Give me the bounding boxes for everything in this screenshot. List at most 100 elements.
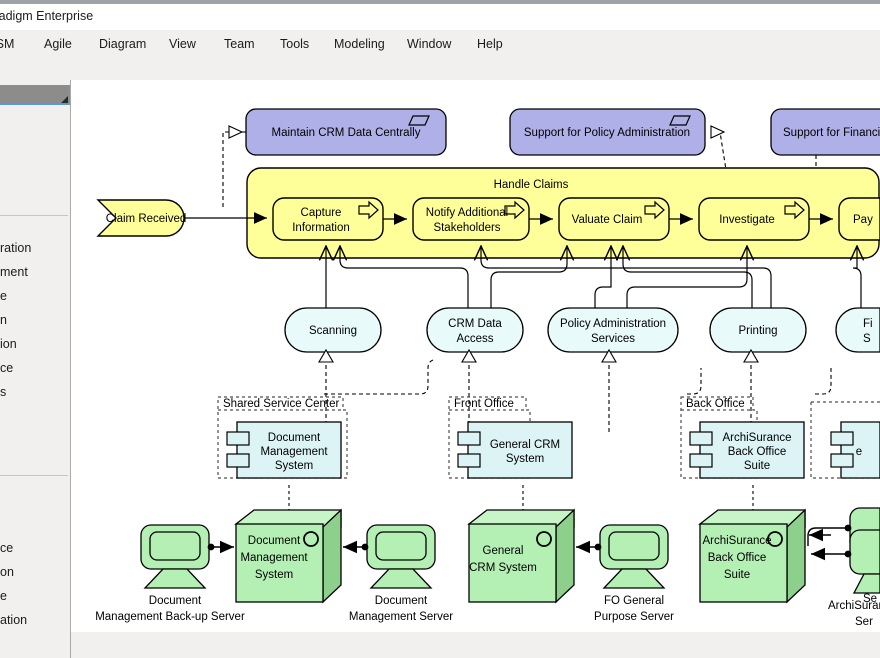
component-label-line1: ArchiSurance [722,432,791,444]
goal-label: Support for Policy Administration [524,127,690,139]
node-label-line1: Document [248,535,301,547]
event-label: Claim Received [106,213,187,225]
technology-node-general-crm-system[interactable]: General CRM System [467,508,575,604]
archimate-diagram[interactable]: Maintain CRM Data Centrally Support for … [71,80,880,632]
service-label-line2: Services [591,333,635,345]
palette-item-3[interactable]: e [0,289,7,303]
application-service-printing[interactable]: Printing [709,307,807,353]
application-service-policy-administration-services[interactable]: Policy Administration Services [547,307,679,353]
service-label-line1: Policy Administration [560,318,666,330]
menu-item-help[interactable]: Help [477,37,503,51]
business-process-valuate-claim[interactable]: Valuate Claim [558,197,670,241]
device-label-line1: Document [375,595,428,607]
palette-item-1[interactable]: ration [0,241,32,255]
device-label-line2: Se [863,593,877,605]
canvas-bottom-strip [71,632,880,658]
technology-device-fo-general-purpose-server[interactable]: FO General Purpose Server [594,524,674,623]
application-service-scanning[interactable]: Scanning [284,307,382,353]
palette-item-6[interactable]: ce [0,361,14,375]
node-label-line2: Back Office [708,552,767,564]
left-palette-panel[interactable]: ration ment e n ion ce s ce on e ation [0,80,71,658]
toolbar-strip[interactable] [0,58,880,80]
menu-item-diagram[interactable]: Diagram [99,37,147,51]
group-title: Handle Claims [494,179,569,191]
component-label-line2: Back Office [728,446,787,458]
node-label-line2: Management [240,552,308,564]
group-front-office[interactable]: Front Office [448,396,531,479]
technology-node-archisurance-back-office-suite[interactable]: ArchiSurance Back Office Suite [698,508,806,604]
business-process-investigate[interactable]: Investigate [698,197,810,241]
process-label-line1: Pay [853,214,873,226]
group-back-office[interactable]: Back Office [680,396,758,479]
component-label-line3: System [275,460,313,472]
device-label-line1: FO General [604,595,664,607]
node-label-line3: Suite [724,569,750,581]
group-label: Shared Service Center [223,398,340,410]
group-shared-service-center[interactable]: Shared Service Center [217,396,348,479]
goal-maintain-crm-data-centrally[interactable]: Maintain CRM Data Centrally [245,108,447,156]
node-label-line3: System [255,569,293,581]
component-label-line1: Document [268,432,321,444]
goal-support-for-financial[interactable]: Support for Financial [770,108,880,156]
menu-item-view[interactable]: View [169,37,196,51]
process-label-line2: Stakeholders [433,222,500,234]
device-label-line1: Document [149,595,202,607]
application-component-archisurance-back-office-suite[interactable]: ArchiSurance Back Office Suite [689,421,805,479]
palette-item-5[interactable]: ion [0,337,17,351]
menu-item-window[interactable]: Window [407,37,452,51]
technology-node-document-management-system[interactable]: Document Management System [234,508,342,604]
node-label-line2: CRM System [469,562,537,574]
menu-item-tools[interactable]: Tools [280,37,310,51]
goal-label: Maintain CRM Data Centrally [272,127,421,139]
service-label-line1: Printing [739,325,778,337]
application-component-general-crm-system[interactable]: General CRM System [457,421,573,479]
node-label-line1: General [483,545,524,557]
technology-device-archisurance-server[interactable]: ArchiSuran Ser [828,529,880,628]
application-service-crm-data-access[interactable]: CRM Data Access [426,307,524,353]
component-label-line3: Suite [744,460,770,472]
service-label-line2: Access [456,333,493,345]
menu-item-agile[interactable]: Agile [44,37,72,51]
window-title: al Paradigm Enterprise [0,9,94,23]
process-label-line2: Information [292,222,350,234]
device-label-line2: Management Back-up Server [95,611,245,623]
process-label-line1: Capture [301,207,342,219]
component-label-line2: System [506,453,544,465]
goal-support-for-policy-administration[interactable]: Support for Policy Administration [509,108,706,156]
component-label-line2: Management [260,446,328,458]
menu-item-itsm[interactable]: TSM [0,37,15,51]
menu-item-team[interactable]: Team [224,37,255,51]
palette-item-8[interactable]: ce [0,541,14,555]
device-label-line2: Purpose Server [594,611,674,623]
process-label-line1: Valuate Claim [572,214,643,226]
application-service-financial[interactable]: Fi S [835,307,880,353]
palette-item-4[interactable]: n [0,313,7,327]
palette-item-7[interactable]: s [0,385,7,399]
palette-section-header[interactable] [0,85,70,105]
menu-item-modeling[interactable]: Modeling [334,37,385,51]
business-event-claim-received[interactable]: Claim Received [96,199,187,237]
technology-device-document-management-backup-server[interactable]: Document Management Back-up Server [95,524,245,623]
business-process-notify-additional-stakeholders[interactable]: Notify Additional Stakeholders [412,197,530,241]
application-component-clipped-right[interactable]: e [830,421,880,479]
group-label: Front Office [454,398,514,410]
diagram-canvas[interactable]: Maintain CRM Data Centrally Support for … [71,80,880,632]
resize-grip-icon [61,96,68,103]
palette-item-10[interactable]: e [0,589,7,603]
application-component-document-management-system[interactable]: Document Management System [226,421,342,479]
menu-bar[interactable]: TSM Agile Diagram View Team Tools Modeli… [0,30,880,59]
device-label-line1: ArchiSuran [828,600,880,612]
business-process-capture-information[interactable]: Capture Information [272,197,384,241]
goal-label: Support for Financial [783,127,880,139]
node-label-line1: ArchiSurance [702,535,771,547]
business-process-pay[interactable]: Pay [838,197,880,241]
palette-item-2[interactable]: ment [0,265,28,279]
palette-item-9[interactable]: on [0,565,14,579]
title-bar: al Paradigm Enterprise [0,4,880,30]
palette-item-11[interactable]: ation [0,613,28,627]
service-label-line1: Fi [863,318,873,330]
service-label-line2: S [863,333,871,345]
service-label-line1: CRM Data [448,318,502,330]
technology-device-document-management-server[interactable]: Document Management Server [349,524,453,623]
